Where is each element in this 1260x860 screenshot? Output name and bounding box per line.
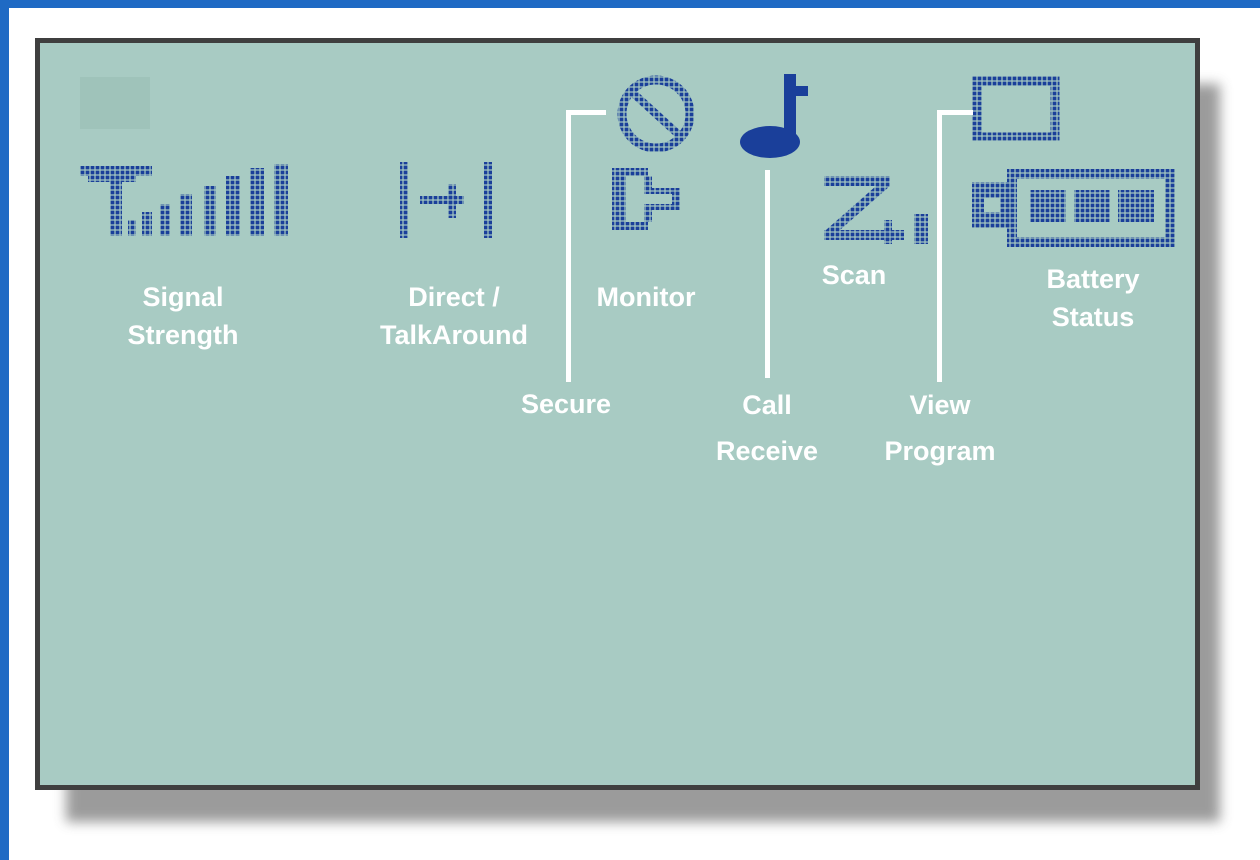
battery-status-label-line2: Status [1051, 302, 1135, 332]
view-program-icon [972, 76, 1060, 142]
direct-talkaround-icon [400, 162, 492, 238]
monitor-label-text: Monitor [596, 282, 696, 312]
battery-status-label: Battery Status [1020, 260, 1166, 336]
lcd-glare [80, 77, 150, 129]
signal-strength-label-line1: Signal [142, 282, 224, 312]
secure-label: Secure [508, 385, 624, 423]
direct-talkaround-label: Direct / TalkAround [362, 278, 546, 354]
call-receive-label: Call Receive [700, 382, 834, 474]
view-program-label: View Program [868, 382, 1012, 474]
signal-strength-label-line2: Strength [127, 320, 239, 350]
view-program-label-line2: Program [884, 436, 996, 466]
monitor-icon [612, 168, 680, 230]
call-receive-label-line2: Receive [715, 436, 819, 466]
monitor-label: Monitor [582, 278, 710, 316]
signal-strength-icon [80, 164, 288, 236]
direct-talkaround-label-line2: TalkAround [380, 320, 528, 350]
direct-talkaround-label-line1: Direct / [408, 282, 500, 312]
call-receive-label-line1: Call [742, 390, 792, 420]
scan-icon [824, 176, 928, 244]
view-program-leader-line [937, 110, 942, 382]
battery-status-label-line1: Battery [1046, 264, 1140, 294]
scan-label: Scan [804, 256, 904, 294]
view-program-label-line1: View [909, 390, 971, 420]
call-receive-icon [740, 74, 808, 158]
battery-status-icon [972, 169, 1175, 247]
lcd-display [35, 38, 1200, 790]
view-program-leader-line-top [937, 110, 973, 115]
secure-leader-line [566, 110, 571, 382]
call-receive-leader-line [765, 170, 770, 378]
secure-icon [617, 75, 695, 153]
scan-label-text: Scan [821, 260, 887, 290]
signal-strength-label: Signal Strength [100, 278, 266, 354]
secure-label-text: Secure [520, 389, 612, 419]
secure-leader-line-top [566, 110, 606, 115]
